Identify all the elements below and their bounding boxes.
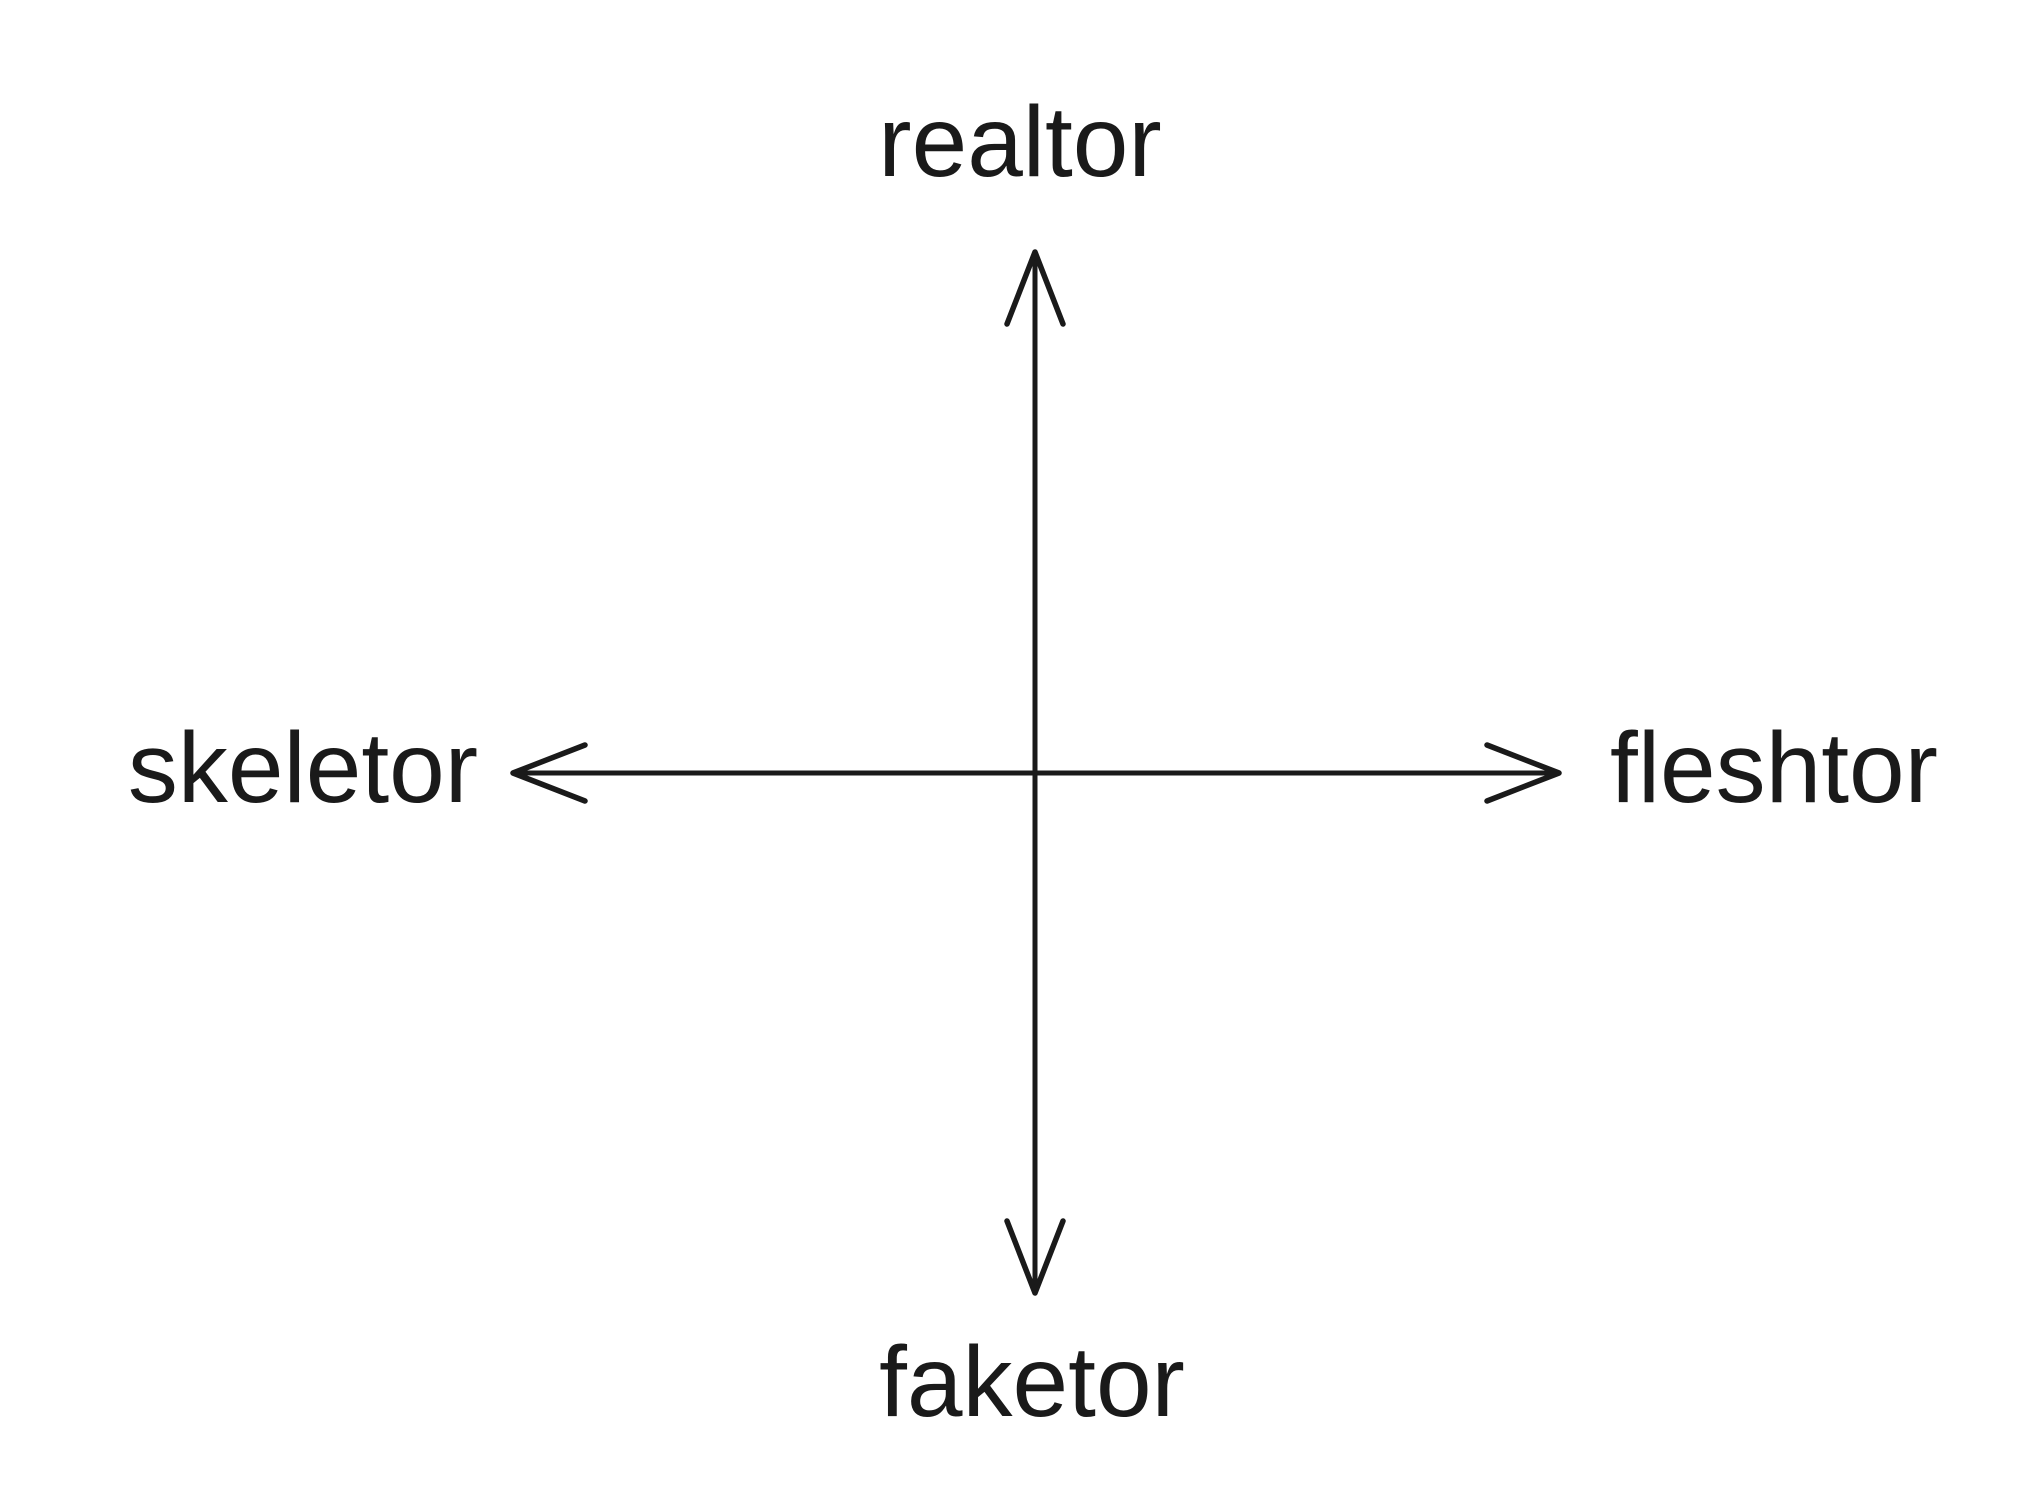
axis-label-right: fleshtor <box>1610 712 1938 824</box>
down-arrowhead-icon <box>1004 1218 1066 1296</box>
up-arrowhead-icon <box>1004 249 1066 327</box>
right-arrowhead-icon <box>1484 742 1562 804</box>
axis-label-bottom: faketor <box>879 1326 1185 1438</box>
axis-label-top: realtor <box>878 86 1162 198</box>
axis-label-left: skeletor <box>127 712 479 824</box>
left-arrowhead-icon <box>510 742 588 804</box>
